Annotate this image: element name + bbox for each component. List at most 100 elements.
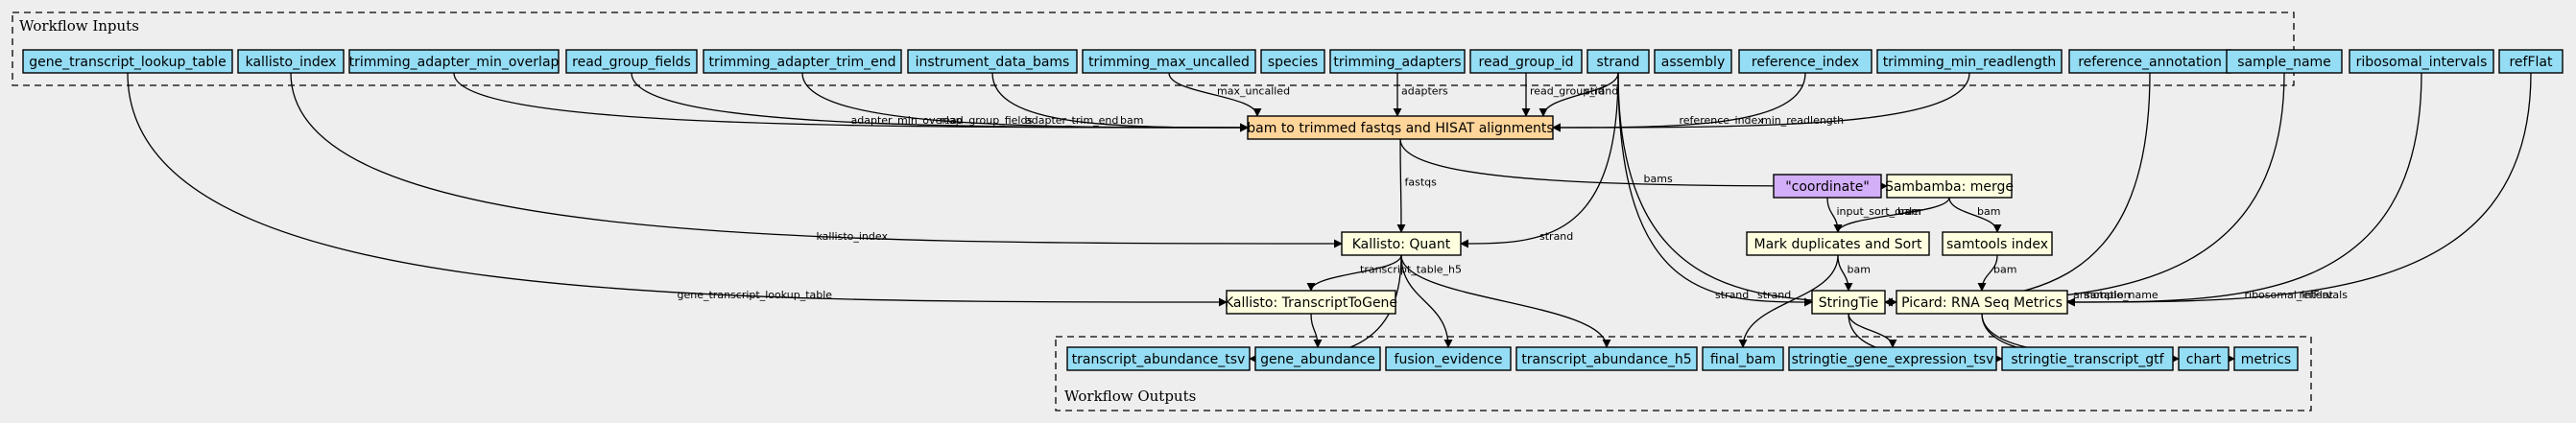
step-node-label: Kallisto: Quant: [1352, 237, 1451, 252]
step-node-stringtie[interactable]: StringTie: [1811, 290, 1886, 315]
step-node-samtools-index[interactable]: samtools index: [1942, 231, 2053, 256]
step-node-box: [1896, 290, 2068, 315]
input-node-label: trimming_adapter_trim_end: [709, 55, 896, 70]
output-node-metrics[interactable]: metrics: [2233, 346, 2299, 371]
edge-label: strand: [1715, 289, 1749, 301]
step-node-label: Sambamba: merge: [1885, 179, 2014, 195]
output-node-box: [2233, 346, 2299, 371]
input-node-trimming-adapter-trim-end[interactable]: trimming_adapter_trim_end: [703, 49, 902, 74]
step-node-coordinate[interactable]: "coordinate": [1773, 174, 1882, 199]
output-node-label: stringtie_transcript_gtf: [2011, 352, 2164, 367]
input-node-label: trimming_adapters: [1333, 55, 1461, 70]
output-node-transcript-abundance-tsv[interactable]: transcript_abundance_tsv: [1066, 346, 1251, 371]
output-node-label: gene_abundance: [1260, 352, 1375, 367]
input-node-box: [2349, 49, 2494, 74]
edge-trimming-adapter-trim-end-to-bam-to-trimmed: [801, 72, 1249, 132]
input-node-box: [1654, 49, 1732, 74]
input-node-gene-transcript-lookup-table[interactable]: gene_transcript_lookup_table: [22, 49, 233, 74]
input-node-read-group-id[interactable]: read_group_id: [1469, 49, 1583, 74]
step-node-box: [1746, 231, 1930, 256]
output-node-transcript-abundance-h5[interactable]: transcript_abundance_h5: [1515, 346, 1698, 371]
output-node-final-bam[interactable]: final_bam: [1702, 346, 1784, 371]
edge-kallisto-index-to-kallisto-quant: [290, 72, 1343, 248]
edge-sambamba-merge-to-mark-duplicates: [1833, 197, 1950, 233]
step-node-box: [1886, 174, 2013, 199]
input-node-box: [1329, 49, 1466, 74]
edge-label: strand: [1757, 289, 1791, 301]
edge-label: bam: [1993, 264, 2016, 276]
edge-label: input_sort_order: [1837, 205, 1923, 218]
edge-refFlat-to-picard: [2066, 72, 2532, 307]
step-node-label: StringTie: [1819, 295, 1878, 311]
input-node-instrument-data-bams[interactable]: instrument_data_bams: [907, 49, 1078, 74]
input-node-refFlat[interactable]: refFlat: [2498, 49, 2564, 74]
input-node-trimming-adapters[interactable]: trimming_adapters: [1329, 49, 1466, 74]
step-node-label: "coordinate": [1785, 179, 1870, 195]
step-node-box: [1226, 290, 1396, 315]
edge-instrument-data-bams-to-bam-to-trimmed: [991, 72, 1249, 132]
step-node-bam-to-trimmed[interactable]: bam to trimmed fastqs and HISAT alignmen…: [1247, 115, 1554, 140]
edge-label: fastqs: [1405, 176, 1438, 189]
step-node-picard[interactable]: Picard: RNA Seq Metrics: [1896, 290, 2068, 315]
input-node-trimming-max-uncalled[interactable]: trimming_max_uncalled: [1082, 49, 1256, 74]
input-node-ribosomal-intervals[interactable]: ribosomal_intervals: [2349, 49, 2494, 74]
output-node-chart[interactable]: chart: [2178, 346, 2230, 371]
edge-strand-to-kallisto-quant: [1460, 72, 1619, 248]
input-node-box: [22, 49, 233, 74]
output-node-stringtie-transcript-gtf[interactable]: stringtie_transcript_gtf: [2001, 346, 2174, 371]
output-node-label: chart: [2186, 352, 2222, 367]
input-node-assembly[interactable]: assembly: [1654, 49, 1732, 74]
input-node-reference-annotation[interactable]: reference_annotation: [2068, 49, 2231, 74]
output-node-stringtie-gene-expression-tsv[interactable]: stringtie_gene_expression_tsv: [1788, 346, 1997, 371]
workflow-outputs-cluster: [1055, 336, 2312, 411]
edge-label: read_group_fields: [940, 114, 1033, 127]
input-node-reference-index[interactable]: reference_index: [1738, 49, 1872, 74]
output-node-box: [1254, 346, 1381, 371]
output-node-fusion-evidence[interactable]: fusion_evidence: [1385, 346, 1512, 371]
edge-kallisto-t2g-to-gene-abundance: [1310, 313, 1323, 348]
input-node-label: ribosomal_intervals: [2356, 55, 2488, 70]
edge-label: bams: [1644, 173, 1673, 185]
step-node-kallisto-t2g[interactable]: Kallisto: TranscriptToGene: [1225, 290, 1397, 315]
input-node-box: [1586, 49, 1650, 74]
step-node-label: bam to trimmed fastqs and HISAT alignmen…: [1247, 121, 1553, 136]
output-node-box: [1066, 346, 1251, 371]
input-node-label: instrument_data_bams: [916, 55, 1070, 70]
step-node-box: [1811, 290, 1886, 315]
input-node-label: gene_transcript_lookup_table: [29, 55, 227, 70]
input-node-box: [1082, 49, 1256, 74]
input-node-sample-name[interactable]: sample_name: [2226, 49, 2343, 74]
edge-label: ribosomal_intervals: [2245, 289, 2349, 301]
step-node-box: [1773, 174, 1882, 199]
workflow-outputs-label: Workflow Outputs: [1064, 388, 1196, 405]
step-node-mark-duplicates[interactable]: Mark duplicates and Sort: [1746, 231, 1930, 256]
edge-label: transcript_table_h5: [1360, 264, 1462, 276]
edge-label: gene_transcript_lookup_table: [678, 289, 833, 301]
input-node-trimming-min-readlength[interactable]: trimming_min_readlength: [1876, 49, 2063, 74]
edge-trimming-min-readlength-to-bam-to-trimmed: [1552, 72, 1970, 132]
input-node-kallisto-index[interactable]: kallisto_index: [237, 49, 345, 74]
input-node-trimming-adapter-min-overlap[interactable]: trimming_adapter_min_overlap: [348, 49, 560, 74]
input-node-read-group-fields[interactable]: read_group_fields: [565, 49, 698, 74]
input-node-box: [565, 49, 698, 74]
edge-ribosomal-intervals-to-picard: [2066, 72, 2422, 307]
input-node-species[interactable]: species: [1260, 49, 1325, 74]
edge-bam-to-trimmed-to-kallisto-quant: [1396, 138, 1406, 233]
input-node-strand[interactable]: strand: [1586, 49, 1650, 74]
step-node-box: [1247, 115, 1554, 140]
edge-label: strand: [1539, 230, 1573, 243]
edge-label: max_uncalled: [1217, 85, 1290, 98]
edge-label: bam: [1977, 205, 2000, 218]
output-node-label: transcript_abundance_tsv: [1072, 352, 1246, 367]
input-node-label: strand: [1597, 55, 1640, 70]
input-node-label: trimming_adapter_min_overlap: [349, 55, 560, 70]
step-node-sambamba-merge[interactable]: Sambamba: merge: [1885, 174, 2014, 199]
input-node-label: trimming_min_readlength: [1883, 55, 2057, 70]
output-node-gene-abundance[interactable]: gene_abundance: [1254, 346, 1381, 371]
output-node-label: transcript_abundance_h5: [1521, 352, 1691, 367]
input-node-label: kallisto_index: [246, 55, 337, 70]
step-node-kallisto-quant[interactable]: Kallisto: Quant: [1341, 231, 1462, 256]
edge-label: bam: [1120, 114, 1143, 127]
edge-label: refFlat: [2300, 289, 2334, 301]
input-node-label: read_group_id: [1479, 55, 1574, 70]
